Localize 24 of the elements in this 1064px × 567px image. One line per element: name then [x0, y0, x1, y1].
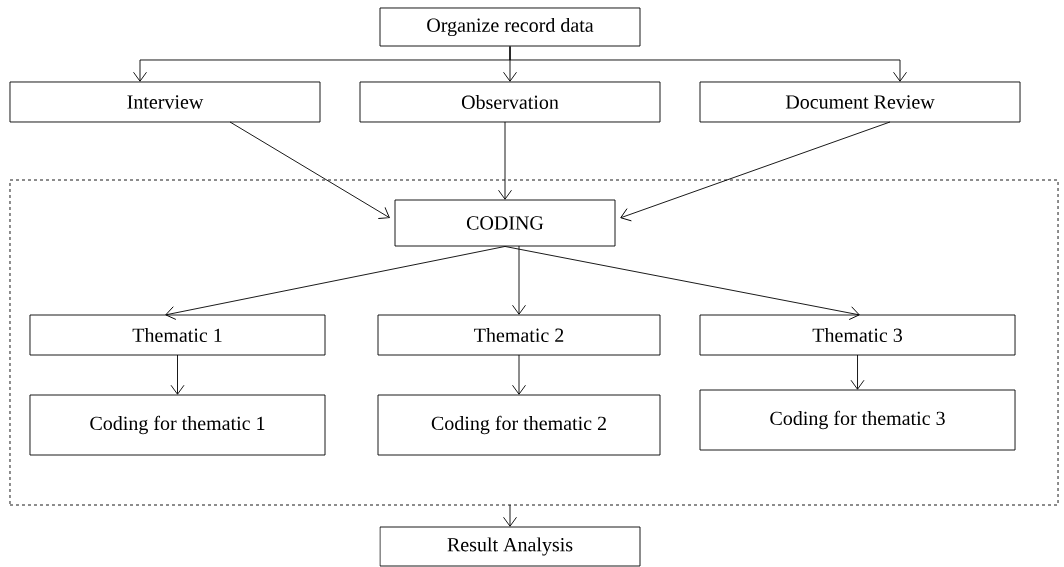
process-box: Organize record data — [379, 7, 641, 47]
dashed-frame — [9, 179, 1059, 506]
process-box: Coding for thematic 3 — [699, 389, 1016, 451]
arrow — [620, 121, 891, 222]
arrow — [498, 121, 512, 200]
process-box: Coding for thematic 1 — [29, 394, 326, 456]
process-box: Coding for thematic 2 — [377, 394, 661, 456]
arrow — [512, 354, 526, 395]
arrow — [170, 354, 185, 395]
arrow — [229, 121, 390, 219]
process-box: Thematic 1 — [29, 314, 326, 356]
arrow — [509, 46, 907, 82]
process-box: Result Analysis — [379, 526, 641, 567]
process-box: CODING — [394, 199, 616, 247]
arrow — [504, 246, 860, 320]
process-box: Interview — [9, 81, 321, 123]
arrow — [512, 245, 526, 315]
process-box: Thematic 2 — [377, 314, 661, 356]
arrow — [503, 504, 517, 527]
process-box: Thematic 3 — [699, 314, 1016, 356]
process-box: Observation — [359, 81, 661, 123]
process-box: Document Review — [699, 81, 1021, 123]
arrow — [165, 246, 506, 320]
arrow — [850, 354, 865, 390]
